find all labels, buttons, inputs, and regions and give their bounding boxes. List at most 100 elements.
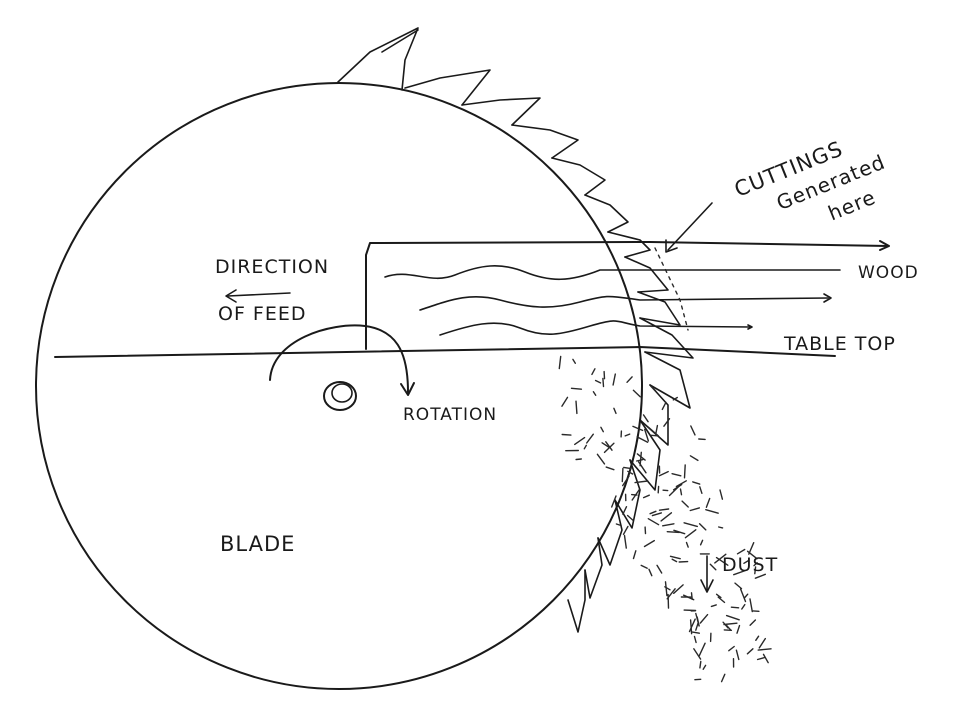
- blade-teeth-top: [337, 27, 651, 258]
- dust-speck: [702, 664, 707, 670]
- dust-speck: [596, 453, 606, 465]
- dust-speck: [691, 631, 700, 634]
- dust-speck: [603, 442, 615, 454]
- dust-speck: [725, 614, 740, 621]
- dust-speck: [695, 622, 699, 631]
- dust-speck: [673, 584, 684, 594]
- dust-speck: [572, 358, 576, 364]
- dust-speck: [666, 531, 680, 534]
- dust-speck: [624, 433, 631, 437]
- dust-speck: [730, 606, 740, 609]
- label-table-top: TABLE TOP: [783, 333, 896, 355]
- dust-speck: [715, 593, 722, 599]
- dust-speck: [693, 648, 702, 660]
- dust-speck: [570, 387, 583, 390]
- blade-circle: [35, 82, 643, 690]
- dust-speck: [656, 564, 663, 574]
- dust-speck: [693, 635, 697, 644]
- dust-speck: [622, 525, 629, 535]
- dust-speck: [685, 541, 689, 548]
- dust-speck: [689, 455, 699, 462]
- dust-speck: [647, 518, 660, 526]
- dust-speck: [743, 559, 750, 564]
- dust-speck: [705, 497, 711, 508]
- wood-top-arrowhead: [879, 240, 890, 251]
- dust-speck: [668, 485, 680, 497]
- dust-speck: [690, 425, 696, 436]
- dust-speck: [754, 566, 757, 575]
- dust-speck: [602, 377, 605, 388]
- dust-speck: [586, 433, 594, 444]
- dust-speck: [715, 556, 729, 566]
- dust-speck: [722, 621, 729, 629]
- label-wood: WOOD: [858, 263, 919, 283]
- dust-speck: [762, 653, 769, 664]
- wood-block: [365, 241, 889, 350]
- dust-speck: [658, 470, 669, 477]
- dust-speck: [679, 488, 683, 496]
- label-of-feed: OF FEED: [218, 303, 307, 325]
- dust-speck: [661, 401, 667, 411]
- dust-speck: [735, 649, 740, 661]
- label-dust: DUST: [722, 554, 778, 576]
- dust-speck: [632, 425, 644, 432]
- label-cuttings-group: CUTTINGS Generated here: [731, 137, 889, 226]
- dust-speck: [631, 488, 640, 501]
- dust-speck: [709, 563, 717, 571]
- dust-speck: [699, 539, 704, 546]
- dust-particles: [558, 355, 772, 683]
- wood-grain-3: [439, 320, 751, 336]
- dust-speck: [675, 480, 687, 488]
- dust-speck: [689, 507, 700, 512]
- dust-speck: [663, 418, 671, 427]
- dust-speck: [561, 396, 569, 407]
- feed-direction-arrowhead: [225, 289, 237, 303]
- dust-speck: [611, 495, 617, 508]
- rotation-arc: [269, 324, 409, 393]
- dust-speck: [757, 648, 772, 651]
- dust-speck: [592, 391, 597, 396]
- dust-speck: [736, 624, 741, 634]
- dust-speck: [623, 466, 632, 470]
- dust-speck: [605, 466, 615, 471]
- dust-speck: [632, 389, 641, 398]
- dust-speck: [714, 553, 727, 564]
- dust-speck: [643, 539, 655, 548]
- dust-speck: [739, 588, 747, 603]
- dust-speck: [623, 534, 627, 549]
- dust-speck: [669, 555, 681, 560]
- dust-speck: [626, 514, 634, 521]
- dust-speck: [642, 414, 649, 423]
- dust-speck: [683, 464, 686, 479]
- dust-speck: [600, 426, 604, 433]
- dust-speck: [561, 433, 572, 436]
- dust-speck: [710, 604, 717, 608]
- dust-speck: [755, 635, 760, 641]
- dust-speck: [574, 436, 586, 446]
- blade-teeth-right: [567, 256, 694, 633]
- feed-direction-arrow: [227, 292, 291, 297]
- dust-speck: [698, 642, 706, 657]
- dust-speck: [671, 558, 678, 563]
- dust-speck: [658, 508, 670, 511]
- dust-speck: [699, 660, 702, 669]
- dust-speck: [719, 489, 724, 500]
- dust-speck: [647, 426, 660, 437]
- cuttings-pointer-arrow: [667, 202, 713, 251]
- dust-speck: [648, 568, 653, 577]
- dust-speck: [621, 467, 624, 483]
- dust-speck: [741, 603, 746, 610]
- dust-speck: [681, 500, 689, 508]
- dust-speck: [718, 526, 724, 529]
- dust-speck: [743, 593, 749, 599]
- dust-speck: [642, 494, 650, 499]
- dust-speck: [699, 613, 709, 624]
- dust-speck: [748, 542, 755, 555]
- dust-speck: [664, 586, 671, 591]
- dust-speck: [671, 473, 682, 477]
- dust-speck: [720, 673, 726, 683]
- dust-speck: [622, 475, 630, 487]
- label-direction: DIRECTION: [215, 256, 329, 278]
- dust-speck: [613, 407, 617, 415]
